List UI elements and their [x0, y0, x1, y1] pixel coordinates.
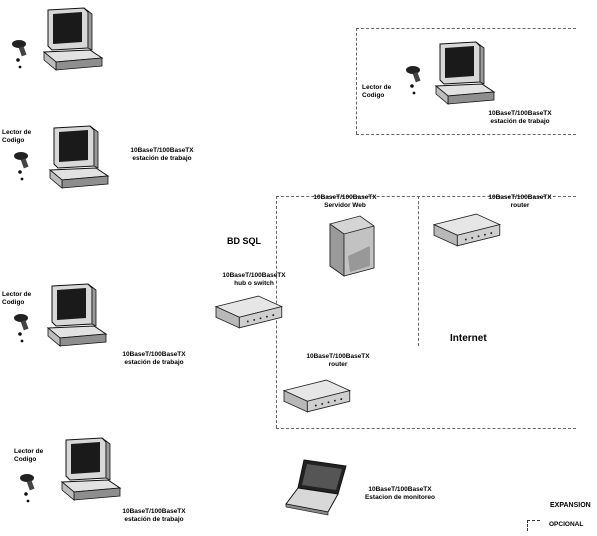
barcode-reader-2-icon: [14, 152, 29, 181]
barcode-reader-2-label: Lector de Codigo: [2, 129, 32, 144]
hub-switch-icon: [215, 295, 283, 329]
router-top-icon: [433, 213, 501, 247]
barcode-reader-4-icon: [20, 474, 35, 503]
monitor-station-label: 10BaseT/100BaseTX Estacion de monitoreo: [364, 486, 436, 501]
workstation-3-icon: [47, 283, 107, 347]
workstation-3-label: 10BaseT/100BaseTX estación de trabajo: [122, 351, 186, 366]
laptop-icon: [285, 459, 347, 516]
hub-switch-label: 10BaseT/100BaseTX hub o switch: [222, 272, 286, 287]
expansion-region-main-top: [276, 196, 576, 198]
expansion-region-main-bottom: [276, 428, 576, 430]
internet-label: Internet: [450, 333, 487, 344]
workstation-1-icon: [43, 7, 103, 71]
workstation-5-label: 10BaseT/100BaseTX estación de trabajo: [488, 110, 552, 125]
router-bottom-label: 10BaseT/100BaseTX router: [306, 353, 370, 368]
workstation-2-icon: [49, 125, 109, 189]
router-top-label: 10BaseT/100BaseTX router: [488, 194, 552, 209]
workstation-2-label: 10BaseT/100BaseTX estación de trabajo: [130, 147, 194, 162]
barcode-reader-5-label: Lector de Codigo: [362, 84, 392, 99]
web-server-label: 10BaseT/100BaseTX Servidor Web: [313, 194, 377, 209]
expansion-region-inner: [418, 196, 420, 346]
workstation-5-icon: [435, 41, 495, 105]
expansion-region-top-left: [356, 28, 358, 134]
barcode-reader-3-label: Lector de Codigo: [2, 291, 32, 306]
barcode-reader-4-label: Lector de Codigo: [14, 448, 44, 463]
barcode-reader-3-icon: [14, 314, 29, 343]
web-server-icon: [329, 215, 375, 277]
barcode-reader-5-icon: [406, 66, 421, 95]
database-label: BD SQL: [227, 236, 262, 246]
barcode-reader-1-icon: [12, 40, 27, 69]
workstation-4-label: 10BaseT/100BaseTX estación de trabajo: [122, 508, 186, 523]
legend-expansion-label: EXPANSION: [550, 502, 591, 509]
legend-optional-swatch: [527, 520, 540, 531]
expansion-region-top-bottom: [356, 134, 576, 136]
workstation-4-icon: [61, 437, 121, 501]
expansion-region-top: [356, 28, 576, 30]
legend-optional-label: OPCIONAL: [549, 521, 584, 528]
router-bottom-icon: [283, 379, 351, 413]
